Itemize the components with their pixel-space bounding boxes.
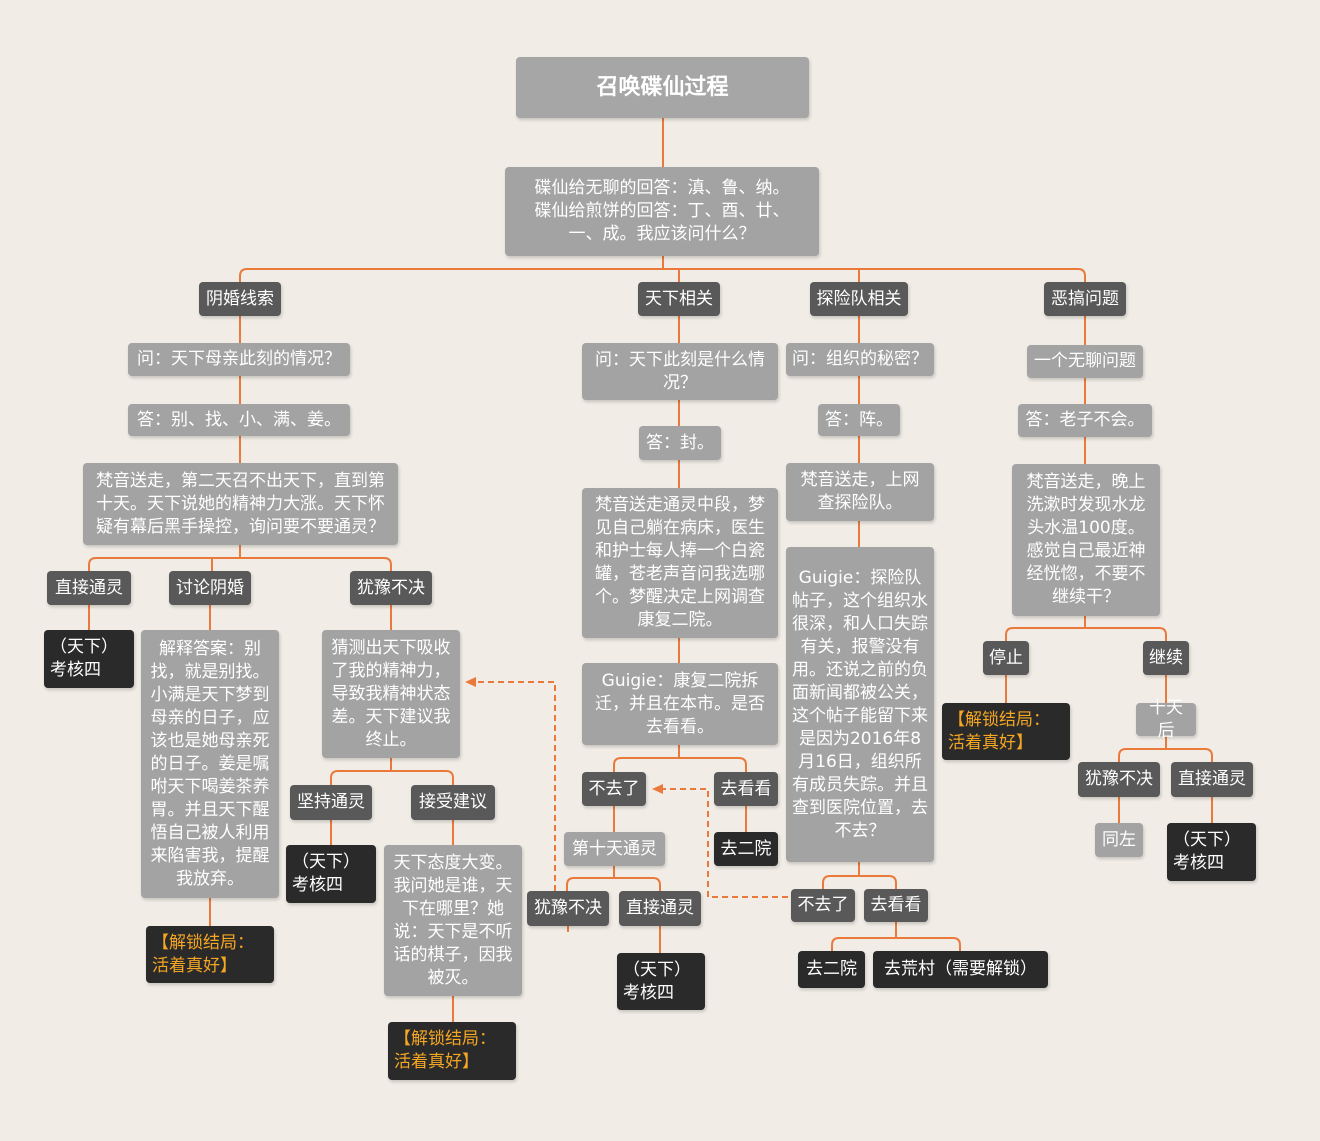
- go-hospital-two: 去二院: [714, 832, 778, 866]
- discuss-yinhun-text: 解释答案：别找，就是别找。小满是天下梦到母亲的日子，应该也是她母亲死的日子。姜是…: [141, 630, 279, 898]
- option-hesitate: 犹豫不决: [350, 571, 432, 605]
- go-hospital-two-2: 去二院: [798, 951, 865, 988]
- branch-explorer-answer: 答：阵。: [818, 404, 900, 436]
- branch-tianxia-question: 问：天下此刻是什么情况？: [582, 343, 778, 400]
- branch-yinhun-label: 阴婚线索: [199, 282, 281, 316]
- option-direct-channel: 直接通灵: [47, 571, 131, 605]
- guigie-explorer-note: Guigie：探险队帖子，这个组织水很深，和人口失踪有关，报警没有用。还说之前的…: [786, 547, 934, 862]
- ending-exam-four-2: （天下）考核四: [286, 845, 376, 903]
- branch-tianxia-answer: 答：封。: [639, 426, 721, 460]
- branch-prank-label: 恶搞问题: [1044, 282, 1126, 316]
- option-direct-channel-2: 直接通灵: [619, 891, 701, 926]
- option-not-go: 不去了: [582, 772, 646, 806]
- diagram-title: 召唤碟仙过程: [516, 57, 809, 118]
- accept-advice-text: 天下态度大变。我问她是谁，天下在哪里？她说：天下是不听话的棋子，因我被灭。: [384, 845, 522, 996]
- option-hesitate-3: 犹豫不决: [1078, 762, 1160, 797]
- hesitate-text: 猜测出天下吸收了我的精神力，导致我精神状态差。天下建议我终止。: [322, 630, 460, 758]
- guigie-hospital-note: Guigie：康复二院拆迁，并且在本市。是否去看看。: [582, 663, 778, 745]
- ten-days-later: 十天后: [1136, 698, 1196, 741]
- branch-yinhun-question: 问：天下母亲此刻的情况？: [128, 343, 350, 376]
- branch-tianxia-result: 梵音送走通灵中段，梦见自己躺在病床，医生和护士每人捧一个白瓷罐，苍老声音问我选哪…: [582, 488, 778, 638]
- option-insist-channel: 坚持通灵: [290, 785, 372, 820]
- same-as-left: 同左: [1095, 823, 1143, 857]
- branch-tianxia-label: 天下相关: [638, 282, 720, 316]
- option-hesitate-2: 犹豫不决: [527, 891, 609, 926]
- branch-explorer-result: 梵音送走，上网查探险队。: [786, 463, 934, 521]
- option-direct-channel-3: 直接通灵: [1171, 762, 1253, 797]
- ending-exam-four-4: （天下）考核四: [1167, 823, 1256, 881]
- branch-prank-answer: 答：老子不会。: [1018, 404, 1152, 437]
- ending-survive-2: 【解锁结局：活着真好】: [388, 1022, 516, 1080]
- branch-explorer-question: 问：组织的秘密？: [786, 343, 934, 376]
- option-go-see: 去看看: [714, 772, 778, 806]
- branch-yinhun-answer: 答：别、找、小、满、姜。: [128, 404, 350, 436]
- option-go-see-2: 去看看: [864, 889, 928, 922]
- ending-survive-3: 【解锁结局：活着真好】: [942, 703, 1070, 760]
- branch-prank-result: 梵音送走，晚上洗漱时发现水龙头水温100度。感觉自己最近神经恍惚，不要不继续干？: [1012, 464, 1160, 616]
- option-continue: 继续: [1143, 641, 1189, 675]
- branch-prank-question: 一个无聊问题: [1027, 345, 1143, 378]
- option-not-go-2: 不去了: [791, 889, 855, 922]
- intro-node: 碟仙给无聊的回答：滇、鲁、纳。碟仙给煎饼的回答：丁、酉、廿、一、成。我应该问什么…: [505, 167, 819, 256]
- tenth-day-channel: 第十天通灵: [564, 832, 665, 866]
- branch-yinhun-result: 梵音送走，第二天召不出天下，直到第十天。天下说她的精神力大涨。天下怀疑有幕后黑手…: [83, 463, 398, 545]
- go-wild-village: 去荒村（需要解锁）: [873, 951, 1048, 988]
- ending-exam-four: （天下）考核四: [44, 630, 134, 688]
- ending-survive-1: 【解锁结局：活着真好】: [146, 926, 274, 983]
- option-accept-advice: 接受建议: [411, 785, 495, 820]
- branch-explorer-label: 探险队相关: [810, 282, 908, 316]
- option-stop: 停止: [983, 641, 1029, 675]
- ending-exam-four-3: （天下）考核四: [617, 953, 705, 1010]
- option-discuss-yinhun: 讨论阴婚: [169, 571, 251, 605]
